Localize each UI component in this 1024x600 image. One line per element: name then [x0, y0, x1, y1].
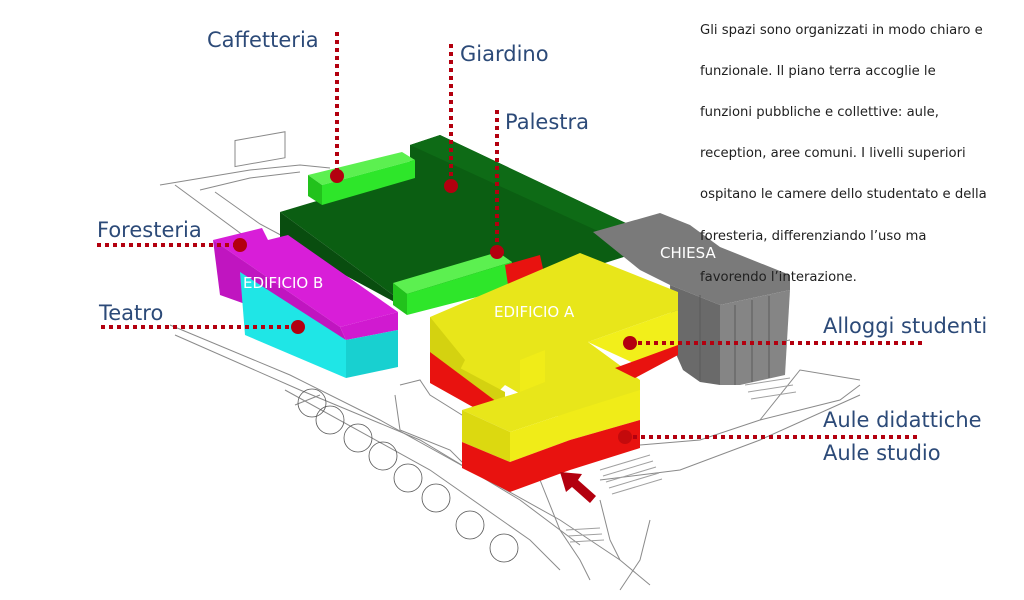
description-text: Gli spazi sono organizzati in modo chiar…	[700, 0, 1024, 309]
label-giardino: Giardino	[460, 42, 549, 66]
label-edificio-a: EDIFICIO A	[494, 303, 575, 321]
leader-lines	[97, 32, 922, 439]
label-aule-didattiche: Aule didattiche	[823, 408, 982, 432]
label-foresteria: Foresteria	[97, 218, 202, 242]
palestra-block	[393, 252, 545, 315]
label-edificio-b: EDIFICIO B	[243, 274, 324, 292]
description-line: favorendo l’interazione.	[700, 269, 857, 285]
label-palestra: Palestra	[505, 110, 590, 134]
giardino-block	[280, 135, 630, 305]
label-alloggi-studenti: Alloggi studenti	[823, 314, 988, 338]
tree-icon	[297, 388, 519, 563]
description-line: ospitano le camere dello studentato e de…	[700, 187, 987, 203]
leader-dots	[233, 169, 637, 444]
label-teatro: Teatro	[99, 301, 164, 325]
description-line: foresteria, differenziando l’uso ma	[700, 228, 927, 244]
label-aule-studio: Aule studio	[823, 441, 941, 465]
label-chiesa: CHIESA	[660, 244, 716, 262]
description-line: funzioni pubbliche e collettive: aule,	[700, 104, 939, 120]
label-caffetteria: Caffetteria	[207, 28, 319, 52]
description-line: Gli spazi sono organizzati in modo chiar…	[700, 22, 983, 38]
description-line: reception, aree comuni. I livelli superi…	[700, 146, 966, 162]
chiesa-block	[593, 213, 790, 385]
edificio-a-block	[430, 253, 678, 492]
entrance-arrow-icon	[560, 472, 596, 503]
description-line: funzionale. Il piano terra accoglie le	[700, 63, 936, 79]
